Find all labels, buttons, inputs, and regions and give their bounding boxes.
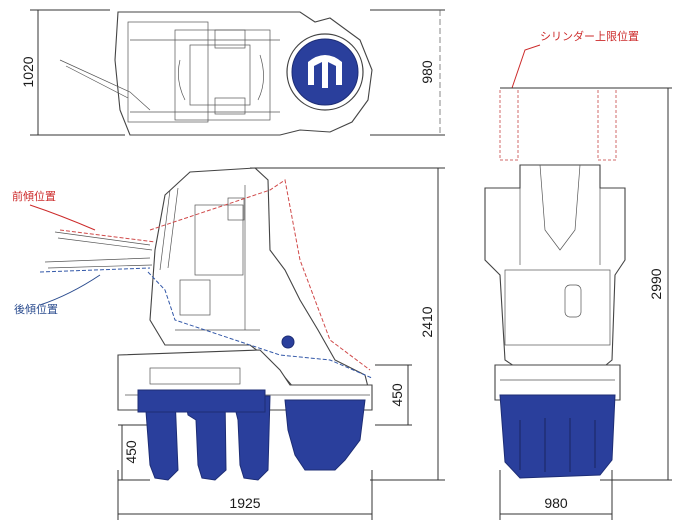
top-view: 1020 980 (20, 9, 445, 136)
side-view: 2410 450 450 1925 (39, 167, 445, 520)
dim-side-tine-height: 450 (123, 440, 139, 464)
dim-front-width: 980 (544, 495, 568, 511)
label-backward-tilt: 後傾位置 (14, 302, 58, 316)
dim-top-width-right: 980 (419, 60, 435, 84)
annotations-left: 前傾位置 後傾位置 (12, 189, 101, 316)
dim-side-length: 1925 (229, 495, 260, 511)
dim-side-height: 2410 (419, 306, 435, 337)
dim-front-height: 2990 (648, 268, 664, 299)
label-cylinder-top: シリンダー上限位置 (540, 29, 639, 43)
dim-top-height: 1020 (20, 56, 36, 87)
front-view: シリンダー上限位置 2990 980 (484, 29, 672, 520)
label-forward-tilt: 前傾位置 (12, 189, 56, 203)
dim-side-bucket-height: 450 (389, 383, 405, 407)
